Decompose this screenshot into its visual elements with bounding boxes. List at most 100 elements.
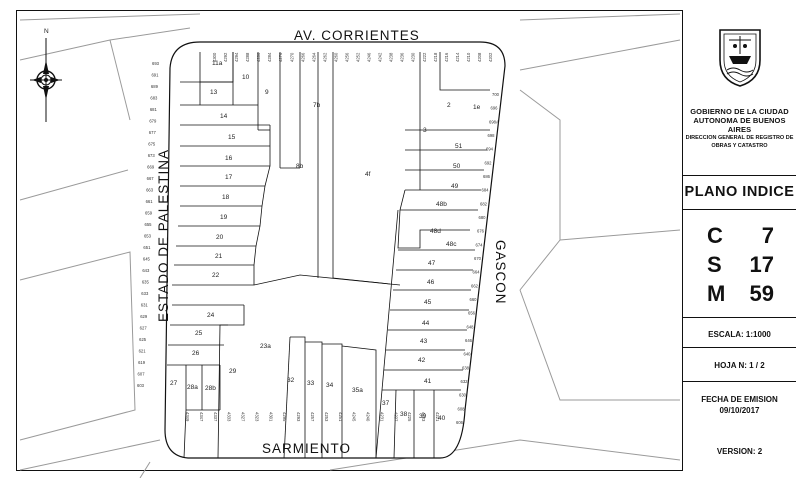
door-number: 4253 bbox=[324, 412, 329, 422]
lot-label: 49 bbox=[451, 183, 459, 190]
door-number: 675 bbox=[148, 142, 156, 147]
door-number: 651 bbox=[143, 245, 151, 250]
lot-label: 29 bbox=[229, 368, 237, 375]
code-value: 17 bbox=[749, 252, 774, 277]
lot-lines bbox=[167, 52, 490, 459]
door-number: 4242 bbox=[378, 52, 383, 62]
lot-label: 8b bbox=[296, 163, 304, 170]
street-west-label: ESTADO DE PALESTINA bbox=[156, 149, 171, 322]
door-number: 4266 bbox=[300, 52, 305, 62]
lot-label: 27 bbox=[170, 380, 178, 387]
door-number: 4323 bbox=[254, 412, 259, 422]
gov-line-2: AUTONOMA DE BUENOS AIRES bbox=[693, 116, 786, 134]
door-number: 4230 bbox=[411, 52, 416, 62]
neighbor-blocks bbox=[19, 13, 681, 478]
lot-label: 14 bbox=[220, 113, 228, 120]
door-number: 4270 bbox=[289, 52, 294, 62]
lot-label: 35a bbox=[352, 387, 363, 394]
door-number: 4260 bbox=[333, 52, 338, 62]
code-value: 59 bbox=[749, 281, 774, 306]
door-number: 4227 bbox=[393, 412, 398, 422]
door-number: 4337 bbox=[213, 412, 218, 422]
door-number: 663 bbox=[146, 188, 154, 193]
lot-label: 24 bbox=[207, 312, 215, 319]
emission-date: 09/10/2017 bbox=[719, 406, 760, 415]
gov-line-3: DIRECCION GENERAL DE REGISTRO DE bbox=[685, 135, 794, 141]
section-codes: C 7 S 17 M 59 bbox=[683, 210, 796, 318]
door-number: 693 bbox=[152, 61, 160, 66]
lot-label: 16 bbox=[225, 155, 233, 162]
door-number: 660 bbox=[470, 297, 478, 302]
door-numbers-west: 6936916896836816796776756736696676636616… bbox=[137, 61, 160, 388]
plan-title: PLANO INDICE bbox=[684, 184, 795, 200]
door-number: 694 bbox=[486, 147, 494, 152]
emission-label: FECHA DE EMISION bbox=[701, 395, 778, 404]
lot-label: 2 bbox=[447, 102, 451, 109]
city-coat-of-arms-icon bbox=[718, 29, 761, 87]
door-number: 698A bbox=[489, 119, 499, 124]
door-number: 689 bbox=[151, 84, 159, 89]
code-value: 7 bbox=[761, 223, 774, 248]
lot-label: 28b bbox=[205, 385, 216, 392]
door-number: 681 bbox=[150, 107, 158, 112]
lot-label: 18 bbox=[222, 194, 230, 201]
door-number: 4222 bbox=[422, 52, 427, 62]
door-number: 4245 bbox=[352, 412, 357, 422]
door-number: 4264 bbox=[311, 52, 316, 62]
door-number: 621 bbox=[139, 349, 147, 354]
compass-rose-icon bbox=[30, 38, 62, 122]
door-number: 4292 bbox=[223, 52, 228, 62]
door-number: 635 bbox=[142, 280, 150, 285]
door-number: 640 bbox=[464, 352, 472, 357]
lot-label: 45 bbox=[424, 299, 432, 306]
lot-label: 3 bbox=[423, 127, 427, 134]
lot-label: 37 bbox=[382, 400, 390, 407]
door-number: 4300 bbox=[212, 52, 217, 62]
lot-label: 50 bbox=[453, 163, 461, 170]
door-number: 4347 bbox=[199, 412, 204, 422]
door-number: 631 bbox=[141, 303, 149, 308]
door-number: 655 bbox=[145, 222, 153, 227]
door-number: 4214 bbox=[455, 52, 460, 62]
door-number: 643 bbox=[142, 268, 150, 273]
door-number: 653 bbox=[144, 234, 152, 239]
door-number: 619 bbox=[138, 360, 146, 365]
door-number: 684 bbox=[482, 188, 490, 193]
door-number: 4208 bbox=[477, 52, 482, 62]
lot-labels: 11a 10 13 9 7b 14 15 16 8b 17 18 19 20 2… bbox=[170, 60, 481, 422]
door-number: 679 bbox=[149, 119, 157, 124]
door-number: 683 bbox=[150, 96, 158, 101]
door-number: 662 bbox=[471, 283, 479, 288]
lot-label: 43 bbox=[420, 338, 428, 345]
door-number: 4238 bbox=[389, 52, 394, 62]
lot-label: 17 bbox=[225, 174, 233, 181]
lot-label: 1e bbox=[473, 104, 481, 111]
sheet-cell: HOJA N: 1 / 2 bbox=[683, 348, 796, 382]
door-number: 633 bbox=[141, 291, 149, 296]
lot-label: 34 bbox=[326, 382, 334, 389]
door-number: 4225 bbox=[407, 412, 412, 422]
version-label: VERSION: 2 bbox=[716, 447, 763, 456]
door-number: 696 bbox=[491, 106, 499, 111]
lot-label: 9 bbox=[265, 89, 269, 96]
lot-label: 32 bbox=[287, 377, 295, 384]
door-numbers-east: 700696698A698694692686684682680676674670… bbox=[456, 92, 500, 425]
door-number: 698 bbox=[488, 133, 496, 138]
door-number: 4236 bbox=[400, 52, 405, 62]
door-number: 656 bbox=[468, 311, 476, 316]
lot-label: 22 bbox=[212, 272, 220, 279]
door-number: 682 bbox=[480, 201, 488, 206]
lot-label: 47 bbox=[428, 260, 436, 267]
title-block: GOBIERNO DE LA CIUDAD AUTONOMA DE BUENOS… bbox=[682, 10, 796, 471]
door-number: 629 bbox=[140, 314, 148, 319]
lot-label: 48c bbox=[446, 241, 457, 248]
door-number: 680 bbox=[479, 215, 487, 220]
lot-label: 48d bbox=[430, 228, 441, 235]
emission-cell: FECHA DE EMISION 09/10/2017 VERSION: 2 bbox=[683, 382, 796, 471]
door-number: 4216 bbox=[444, 52, 449, 62]
door-number: 673 bbox=[148, 153, 156, 158]
gov-line-4: OBRAS Y CATASTRO bbox=[711, 143, 768, 149]
door-number: 4240 bbox=[366, 412, 371, 422]
scale-cell: ESCALA: 1:1000 bbox=[683, 318, 796, 348]
